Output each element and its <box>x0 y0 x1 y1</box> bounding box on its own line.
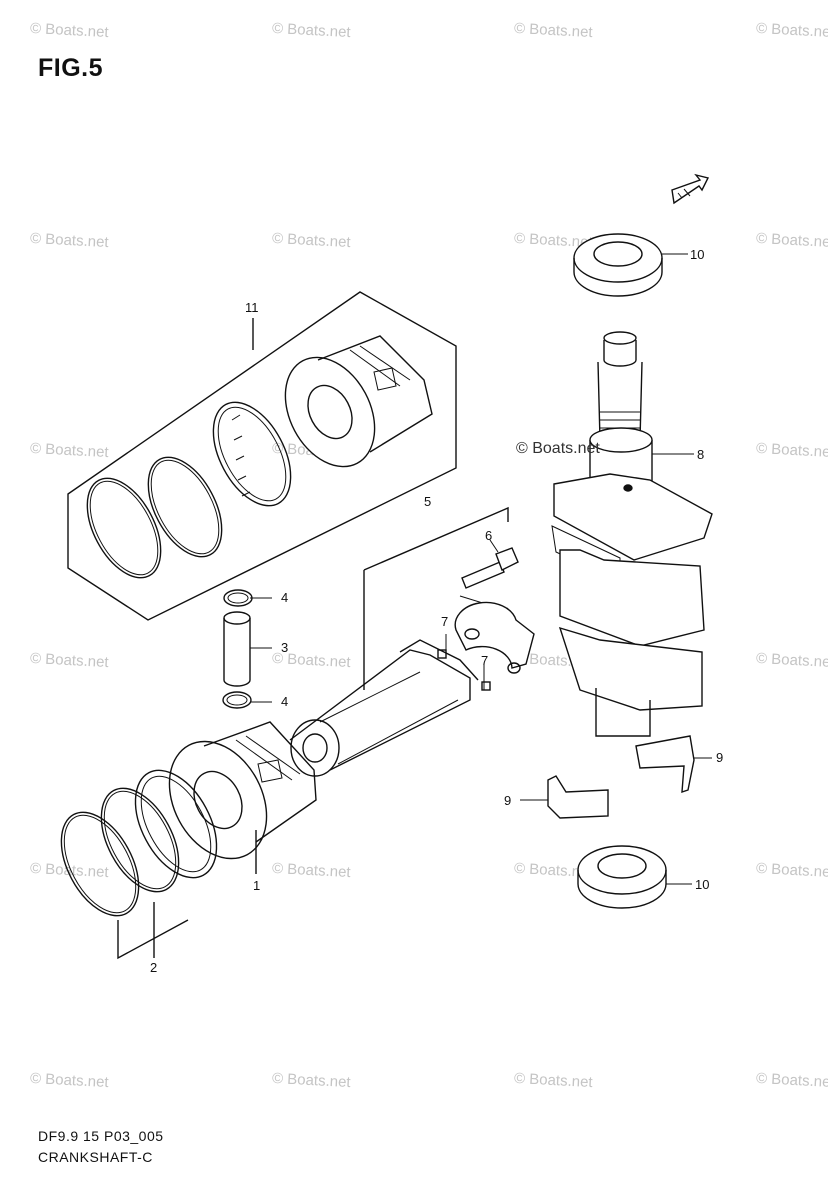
piston-pin <box>223 611 251 687</box>
piston-ring-set-box <box>67 291 457 621</box>
callout-11[interactable]: 11 <box>245 300 259 315</box>
callout-1[interactable]: 1 <box>253 878 261 893</box>
callout-7-right[interactable]: 7 <box>481 653 489 668</box>
figure-title: FIG.5 <box>38 54 104 82</box>
callout-9-left[interactable]: 9 <box>504 793 512 808</box>
front-arrow-icon <box>671 173 710 205</box>
callout-8[interactable]: 8 <box>697 447 705 462</box>
oil-seal-lower <box>577 845 667 909</box>
oil-seal-upper <box>573 233 663 297</box>
main-bearing-left <box>547 775 609 819</box>
piston-pin-clip-lower <box>222 691 252 709</box>
connecting-rod <box>289 639 479 777</box>
callout-6[interactable]: 6 <box>485 528 493 543</box>
callout-4-lower[interactable]: 4 <box>281 694 289 709</box>
callout-9-right[interactable]: 9 <box>716 750 724 765</box>
main-bearing-right <box>635 735 695 793</box>
piston-pin-clip-upper <box>223 589 253 607</box>
diagram-code: DF9.9 15 P03_005 <box>38 1128 164 1144</box>
callout-2[interactable]: 2 <box>150 960 158 975</box>
callout-7-left[interactable]: 7 <box>441 614 449 629</box>
callout-10-lower[interactable]: 10 <box>695 877 710 892</box>
crankshaft <box>551 331 713 737</box>
piston-lower <box>168 721 317 860</box>
connecting-rod-bolt <box>461 539 519 589</box>
piston-rings-lower <box>60 769 218 917</box>
callout-5[interactable]: 5 <box>424 494 432 509</box>
callout-10-upper[interactable]: 10 <box>690 247 705 262</box>
callout-4-upper[interactable]: 4 <box>281 590 289 605</box>
callout-3[interactable]: 3 <box>281 640 289 655</box>
connecting-rod-cap <box>454 601 535 674</box>
watermark-highlighted: © Boats.net <box>516 440 600 457</box>
piston-rings-upper <box>86 401 292 579</box>
section-name: CRANKSHAFT-C <box>38 1149 153 1165</box>
piston-upper <box>284 335 433 468</box>
